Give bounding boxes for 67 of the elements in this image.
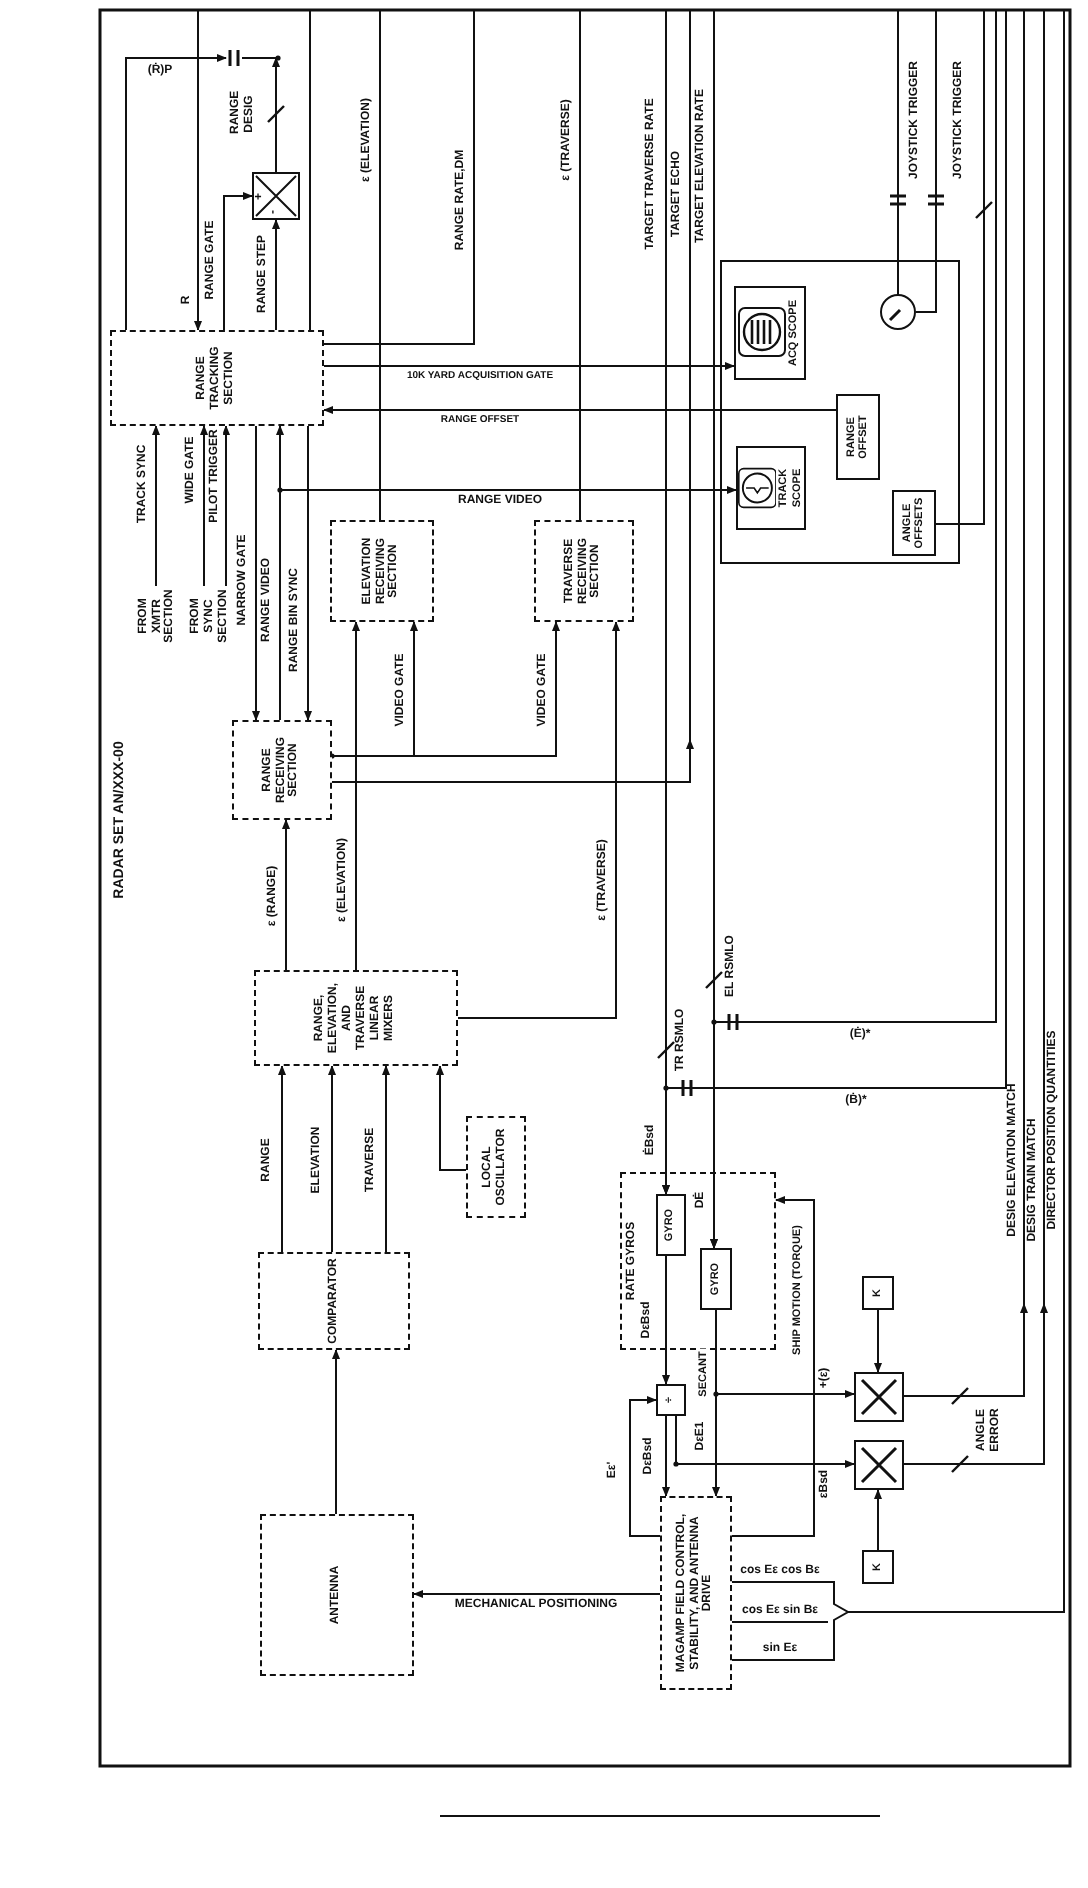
arrow: [629, 1396, 661, 1537]
arrow: [903, 1303, 1048, 1465]
arrow: [413, 1590, 661, 1598]
arrow: [272, 57, 280, 173]
control-box: [836, 394, 880, 480]
scope-box: [736, 446, 806, 530]
arrow: [323, 362, 735, 370]
oscillator-box: [466, 1116, 526, 1218]
arrow: [436, 1065, 467, 1171]
arrow: [331, 739, 694, 783]
arrow: [200, 425, 208, 587]
signal-line: [915, 9, 937, 313]
signal-line: [379, 9, 381, 521]
arrow: [331, 621, 560, 757]
arrow: [125, 54, 227, 331]
tracking-box: [110, 330, 324, 426]
scope-box: [734, 286, 806, 380]
gain-box: [862, 1550, 894, 1584]
multiplier-box: [854, 1440, 904, 1490]
signal-line: [731, 1659, 829, 1661]
arrow: [328, 1065, 336, 1253]
receiver-box: [330, 520, 434, 622]
arrow: [874, 1489, 882, 1551]
drive-box: [660, 1496, 732, 1690]
signal-line: [579, 9, 581, 521]
signal-line: [309, 9, 311, 331]
arrow: [662, 9, 1007, 1195]
arrow: [282, 819, 290, 971]
arrow: [304, 425, 312, 721]
gyro-box: [700, 1248, 732, 1310]
arrow: [874, 1309, 882, 1373]
arrow: [903, 1303, 1028, 1397]
arrow: [152, 425, 160, 587]
joystick-icon: [880, 294, 916, 330]
arrow: [715, 1309, 855, 1398]
signal-line: [323, 9, 475, 345]
arrow: [382, 1065, 390, 1253]
arrow: [272, 219, 280, 331]
multiplier-box: [854, 1372, 904, 1422]
gyro-box: [656, 1194, 686, 1256]
summing-junction: [252, 172, 300, 220]
gain-box: [862, 1276, 894, 1310]
signal-line: [935, 9, 985, 525]
arrow: [710, 9, 997, 1249]
signal-line: [731, 1581, 829, 1583]
mixer-box: [254, 970, 458, 1066]
arrow: [662, 1415, 670, 1497]
signal-line: [731, 1621, 829, 1623]
arrow: [252, 425, 260, 721]
arrow: [332, 1349, 340, 1515]
arrow: [662, 1255, 670, 1385]
arrow: [675, 1415, 855, 1468]
control-panel: [720, 260, 960, 564]
signal-line: [897, 9, 899, 295]
control-box: [892, 490, 936, 556]
arrow: [323, 406, 837, 414]
arrow: [457, 621, 620, 1019]
arrow: [731, 1196, 815, 1537]
arrow: [222, 425, 230, 587]
arrow: [194, 9, 202, 331]
arrow: [278, 1065, 286, 1253]
comparator-box: [258, 1252, 410, 1350]
receiver-box: [534, 520, 634, 622]
antenna-box: [260, 1514, 414, 1676]
arrow: [223, 192, 253, 331]
arrow: [352, 621, 360, 971]
receiver-box: [232, 720, 332, 820]
